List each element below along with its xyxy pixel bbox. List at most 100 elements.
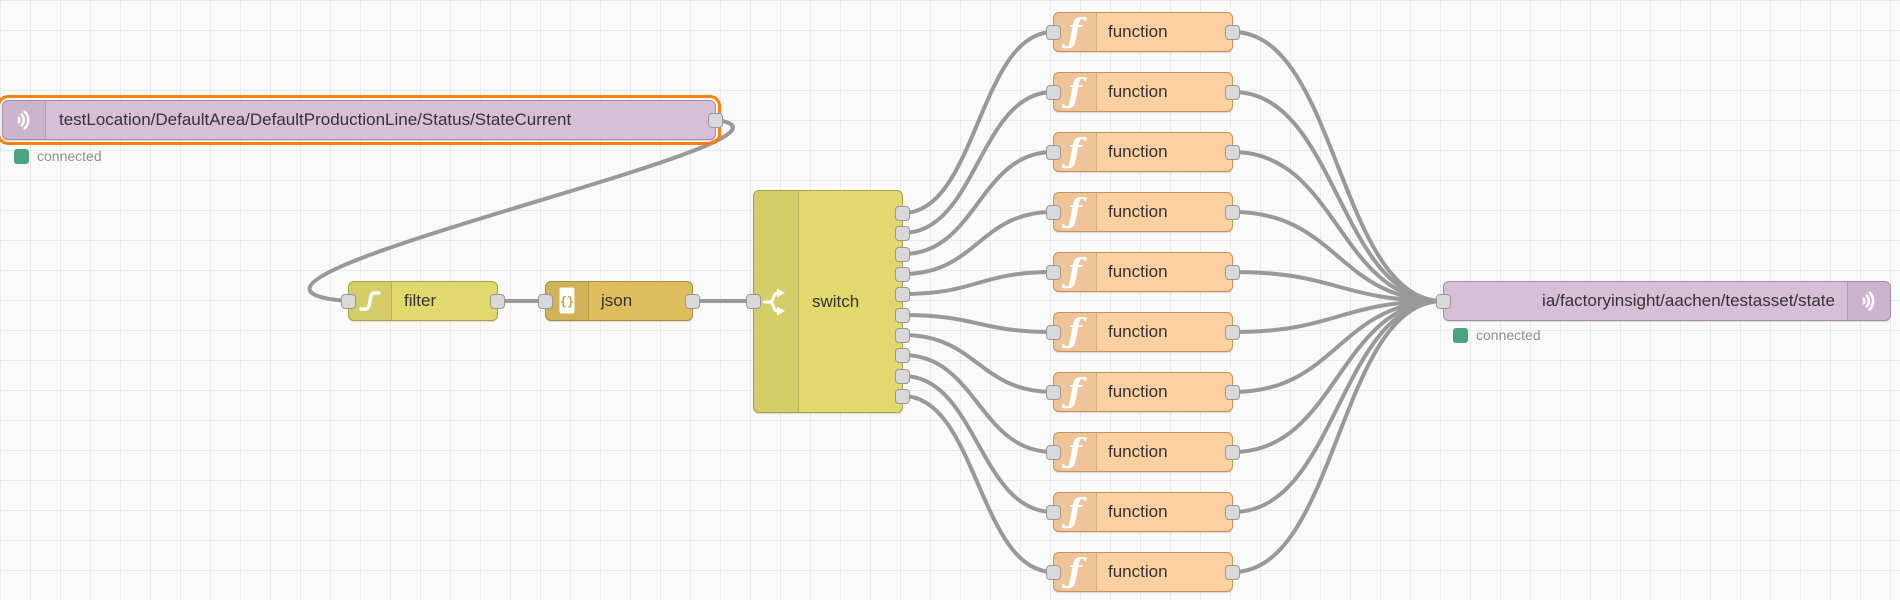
input-port[interactable] [1046,25,1061,40]
wire-switch-function-5[interactable] [901,270,1055,296]
output-port[interactable] [1225,445,1240,460]
node-function-7[interactable]: ƒ function [1046,372,1240,412]
node-label: function [1108,562,1168,581]
wire-function-4-mqttout[interactable] [1231,210,1445,303]
input-port[interactable] [1046,505,1061,520]
wire-switch-function-7[interactable] [901,333,1055,394]
wire-function-9-mqttout[interactable] [1231,299,1445,514]
output-port-7[interactable] [895,328,910,343]
input-port[interactable] [1046,85,1061,100]
step-curve-icon [349,282,392,320]
node-function-2[interactable]: ƒ function [1046,72,1240,112]
node-function-3[interactable]: ƒ function [1046,132,1240,172]
output-port-5[interactable] [895,287,910,302]
node-label: switch [812,291,860,311]
node-label: filter [404,291,437,310]
svg-text:{}: {} [560,295,574,309]
wire-switch-function-4[interactable] [901,210,1055,276]
input-port[interactable] [1436,294,1451,309]
function-icon: ƒ [1054,493,1097,531]
input-port[interactable] [1046,145,1061,160]
output-port[interactable] [1225,145,1240,160]
output-port-6[interactable] [895,308,910,323]
node-label: function [1108,22,1168,41]
input-port[interactable] [341,294,356,309]
input-port[interactable] [746,294,761,309]
output-port[interactable] [685,294,700,309]
wire-function-2-mqttout[interactable] [1231,90,1445,303]
node-json[interactable]: {} json [538,281,700,321]
wire-switch-function-6[interactable] [901,313,1055,334]
node-mqtt-out[interactable]: ia/factoryinsight/aachen/testasset/state [1436,281,1891,321]
output-port[interactable] [1225,505,1240,520]
output-port[interactable] [490,294,505,309]
output-port[interactable] [1225,25,1240,40]
wire-function-5-mqttout[interactable] [1231,270,1445,303]
broadcast-icon [1847,282,1890,320]
input-port[interactable] [538,294,553,309]
output-port[interactable] [1225,85,1240,100]
output-port[interactable] [1225,565,1240,580]
node-function-9[interactable]: ƒ function [1046,492,1240,532]
output-port[interactable] [1225,265,1240,280]
output-port-3[interactable] [895,247,910,262]
node-label: function [1108,82,1168,101]
output-port[interactable] [708,113,723,128]
node-label: testLocation/DefaultArea/DefaultProducti… [59,110,572,129]
output-port-2[interactable] [895,226,910,241]
node-function-4[interactable]: ƒ function [1046,192,1240,232]
function-icon: ƒ [1054,313,1097,351]
output-port-1[interactable] [895,206,910,221]
node-switch[interactable]: switch [746,190,910,413]
wire-function-8-mqttout[interactable] [1231,299,1445,454]
output-port[interactable] [1225,205,1240,220]
fork-icon [754,191,799,412]
status-dot-icon [1453,327,1468,343]
node-function-6[interactable]: ƒ function [1046,312,1240,352]
wire-function-3-mqttout[interactable] [1231,150,1445,303]
output-port-10[interactable] [895,389,910,404]
node-label: json [601,291,633,310]
wire-switch-function-3[interactable] [901,150,1055,256]
wire-function-7-mqttout[interactable] [1231,299,1445,394]
input-port[interactable] [1046,445,1061,460]
node-label: function [1108,202,1168,221]
node-label: function [1108,442,1168,461]
input-port[interactable] [1046,565,1061,580]
node-function-5[interactable]: ƒ function [1046,252,1240,292]
input-port[interactable] [1046,265,1061,280]
function-icon: ƒ [1054,373,1097,411]
output-port[interactable] [1225,385,1240,400]
function-icon: ƒ [1054,13,1097,51]
node-function-8[interactable]: ƒ function [1046,432,1240,472]
status-dot-icon [14,148,29,164]
wire-mqttin-filter[interactable] [307,118,735,303]
input-port[interactable] [1046,385,1061,400]
wire-function-1-mqttout[interactable] [1231,30,1445,303]
node-label: function [1108,322,1168,341]
input-port[interactable] [1046,205,1061,220]
function-icon: ƒ [1054,433,1097,471]
wire-switch-function-8[interactable] [901,353,1055,454]
output-port[interactable] [1225,325,1240,340]
wire-switch-function-2[interactable] [901,90,1055,235]
output-port-9[interactable] [895,369,910,384]
node-function-10[interactable]: ƒ function [1046,552,1240,592]
node-mqtt-in[interactable]: testLocation/DefaultArea/DefaultProducti… [0,95,723,145]
output-port-4[interactable] [895,267,910,282]
node-label: function [1108,142,1168,161]
function-icon: ƒ [1054,193,1097,231]
node-function-1[interactable]: ƒ function [1046,12,1240,52]
wire-function-6-mqttout[interactable] [1231,299,1445,334]
wire-switch-function-1[interactable] [901,30,1055,215]
wire-switch-function-10[interactable] [901,394,1055,574]
mqtt-out-status: connected [1453,327,1541,343]
output-port-8[interactable] [895,348,910,363]
node-filter[interactable]: filter [341,281,505,321]
node-label: function [1108,262,1168,281]
input-port[interactable] [1046,325,1061,340]
wire-function-10-mqttout[interactable] [1231,299,1445,574]
wire-switch-function-9[interactable] [901,374,1055,514]
